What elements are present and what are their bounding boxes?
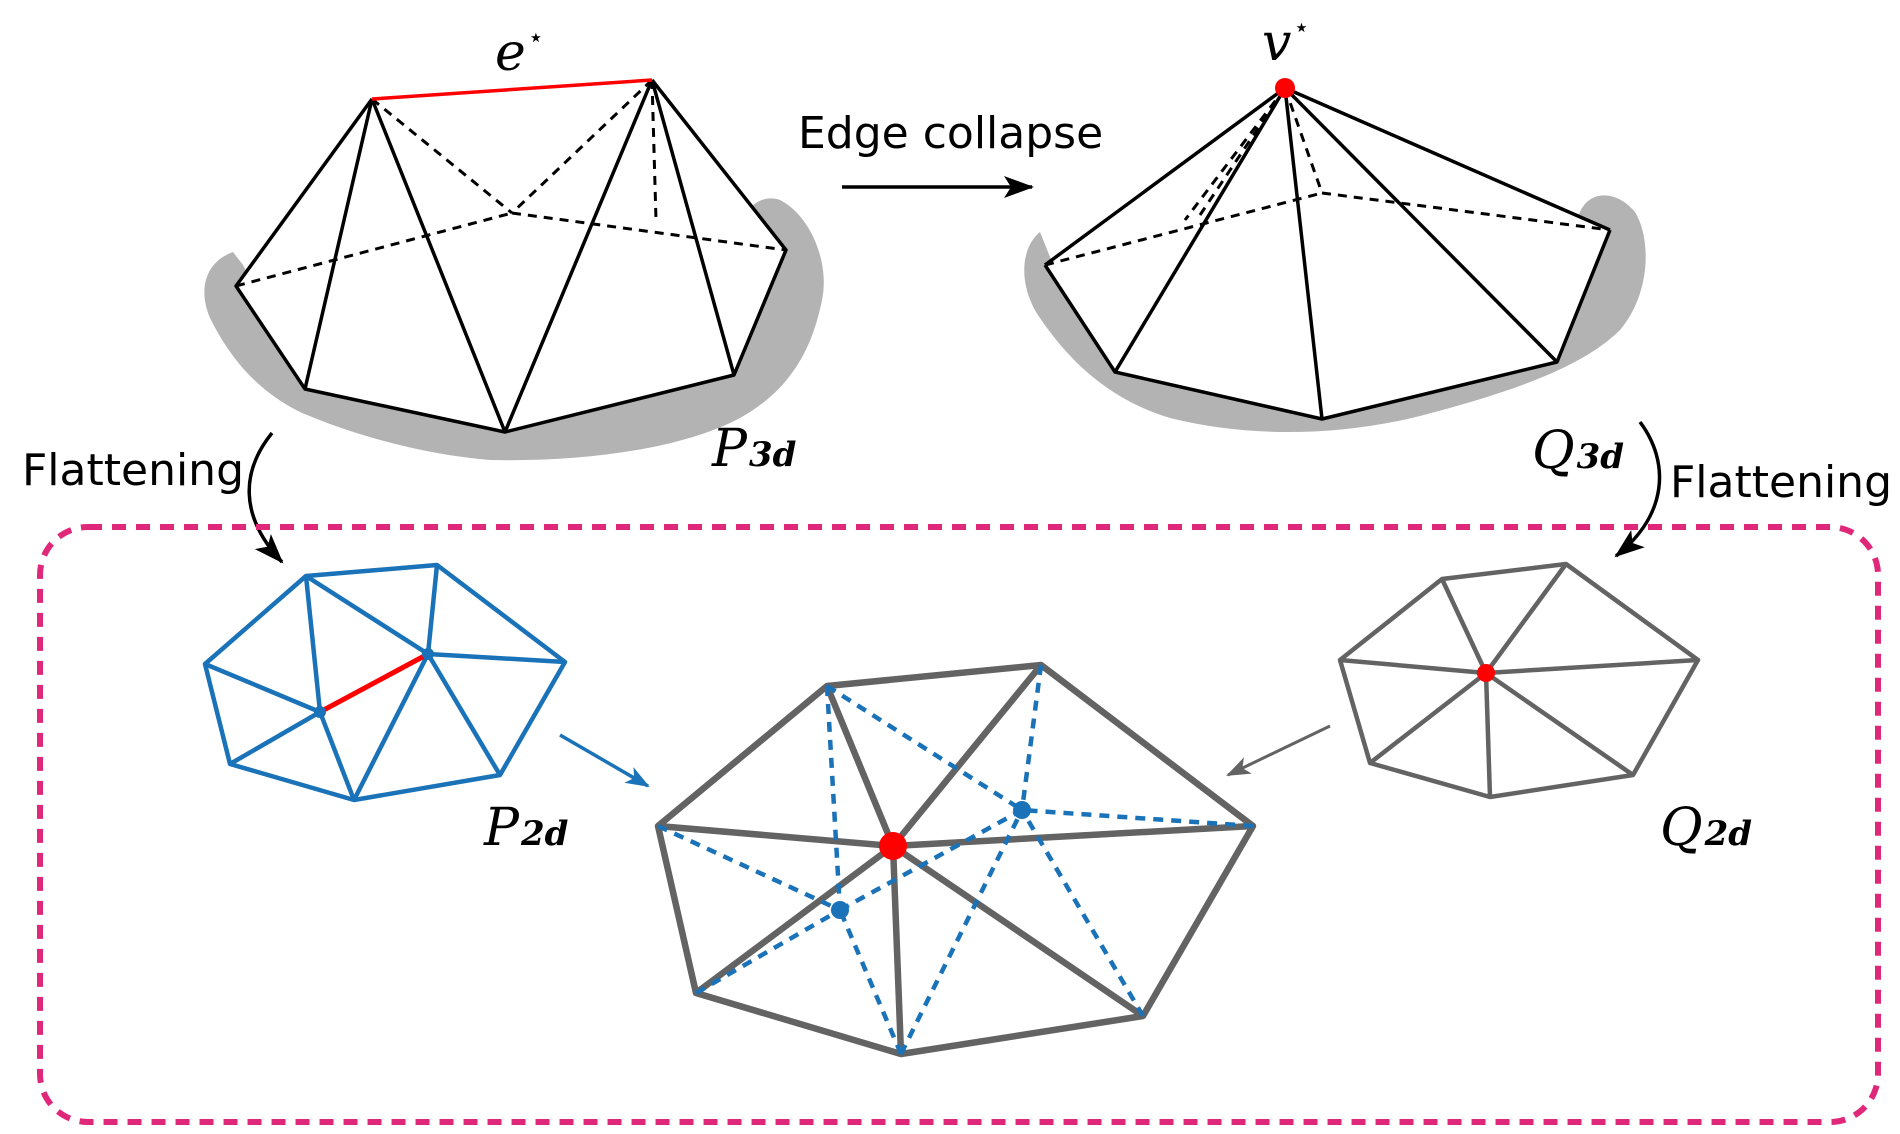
p2d-to-overlay-arrow bbox=[559, 733, 650, 788]
overlay-collapsed-vertex bbox=[879, 832, 907, 860]
p2d-vertex-a bbox=[314, 706, 326, 718]
p2d-label: P2d bbox=[483, 798, 569, 858]
overlay-blue-dashed-mesh bbox=[657, 664, 1254, 1055]
p3d-surface bbox=[236, 80, 786, 432]
parameterization-region bbox=[37, 524, 1881, 1125]
p3d-label: P3d bbox=[711, 419, 797, 479]
q3d-surface bbox=[1045, 88, 1610, 419]
p3d-mesh bbox=[204, 78, 824, 461]
p3d-hidden-edges bbox=[235, 78, 787, 288]
p2d-mesh bbox=[202, 562, 568, 803]
overlay-blue-vertex-a bbox=[831, 901, 849, 919]
q2d-mesh bbox=[1337, 561, 1701, 800]
q2d-to-overlay-arrow bbox=[1226, 724, 1331, 777]
q3d-hidden-edges bbox=[1044, 87, 1611, 267]
flattening-left-arrow bbox=[247, 431, 284, 564]
overlay-blue-vertex-b bbox=[1013, 801, 1031, 819]
vertex-label: v⋆ bbox=[1262, 13, 1310, 73]
flattening-right-arrow bbox=[1614, 420, 1662, 558]
overlay-mesh bbox=[654, 661, 1257, 1058]
p3d-visible-edges bbox=[234, 78, 788, 434]
edge-label: e⋆ bbox=[495, 23, 544, 83]
flattening-left-label: Flattening bbox=[22, 445, 244, 496]
q3d-collapsed-vertex bbox=[1275, 78, 1295, 98]
flattening-right-label: Flattening bbox=[1670, 457, 1892, 508]
edge-collapse-label: Edge collapse bbox=[798, 108, 1103, 159]
q3d-label: Q3d bbox=[1532, 421, 1624, 481]
q2d-label: Q2d bbox=[1660, 798, 1752, 858]
overlay-gray-mesh bbox=[654, 661, 1257, 1058]
p2d-collapse-edge bbox=[318, 651, 430, 715]
p2d-vertex-b bbox=[422, 648, 434, 660]
p3d-collapse-edge bbox=[371, 78, 653, 101]
q3d-visible-edges bbox=[1043, 86, 1612, 421]
q2d-collapsed-vertex bbox=[1477, 664, 1495, 682]
q3d-mesh bbox=[1024, 78, 1646, 433]
